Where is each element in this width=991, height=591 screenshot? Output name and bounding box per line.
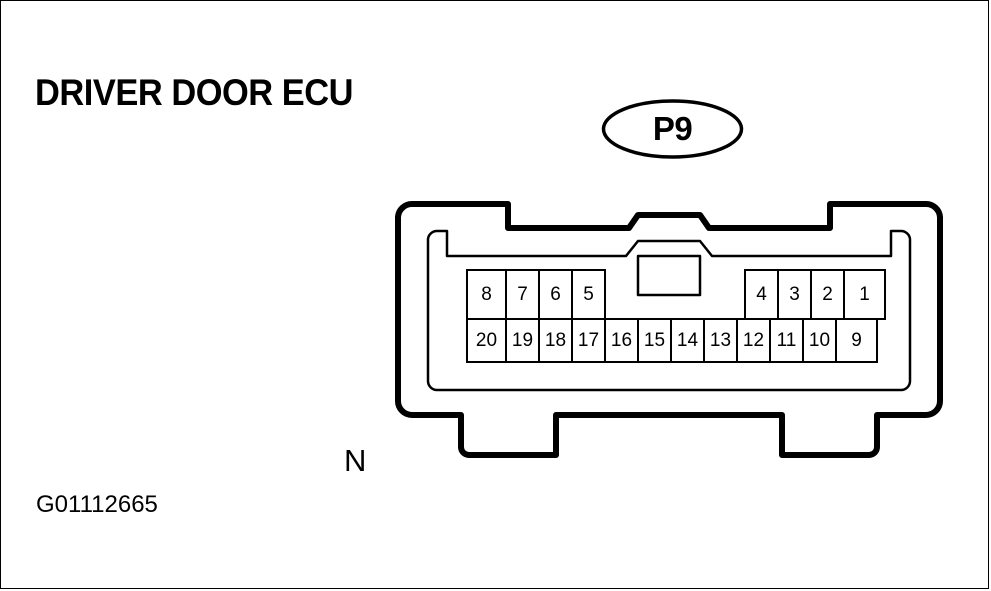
pin-row-top: 8 7 6 5 4 3 2 1: [466, 269, 886, 320]
pin-cell-1[interactable]: 1: [843, 269, 886, 320]
pin-cell-19[interactable]: 19: [505, 318, 540, 363]
pin-cell-16[interactable]: 16: [604, 318, 639, 363]
pin-cell-8[interactable]: 8: [466, 269, 507, 320]
pin-cell-4[interactable]: 4: [744, 269, 779, 320]
pin-cell-13[interactable]: 13: [703, 318, 738, 363]
pin-row-center-gap: [604, 269, 746, 320]
pin-cell-18[interactable]: 18: [538, 318, 573, 363]
connector-label-badge: P9: [600, 98, 745, 160]
pin-cell-14[interactable]: 14: [670, 318, 705, 363]
oval-outline-icon: [601, 99, 744, 159]
connector-label-text: P9: [652, 110, 693, 147]
pin-cell-12[interactable]: 12: [736, 318, 771, 363]
pin-cell-20[interactable]: 20: [466, 318, 507, 363]
pin-cell-11[interactable]: 11: [769, 318, 804, 363]
pin-cell-3[interactable]: 3: [777, 269, 812, 320]
pin-cell-9[interactable]: 9: [835, 318, 878, 363]
pin-cell-2[interactable]: 2: [810, 269, 845, 320]
housing-inner-wall: [426, 229, 912, 392]
pin-cell-5[interactable]: 5: [571, 269, 606, 320]
pin-cell-7[interactable]: 7: [505, 269, 540, 320]
pin-cell-6[interactable]: 6: [538, 269, 573, 320]
pin-cell-17[interactable]: 17: [571, 318, 606, 363]
pin-grid: 8 7 6 5 4 3 2 1 20 19 18 17 16 15 14 13 …: [466, 269, 886, 363]
pin-cell-15[interactable]: 15: [637, 318, 672, 363]
orientation-marker-n: N: [344, 443, 367, 478]
pin-row-bottom: 20 19 18 17 16 15 14 13 12 11 10 9: [466, 318, 884, 363]
figure-id-label: G01112665: [36, 491, 158, 518]
page-title: DRIVER DOOR ECU: [35, 72, 354, 113]
pin-cell-10[interactable]: 10: [802, 318, 837, 363]
center-keying-tab: [636, 254, 702, 297]
